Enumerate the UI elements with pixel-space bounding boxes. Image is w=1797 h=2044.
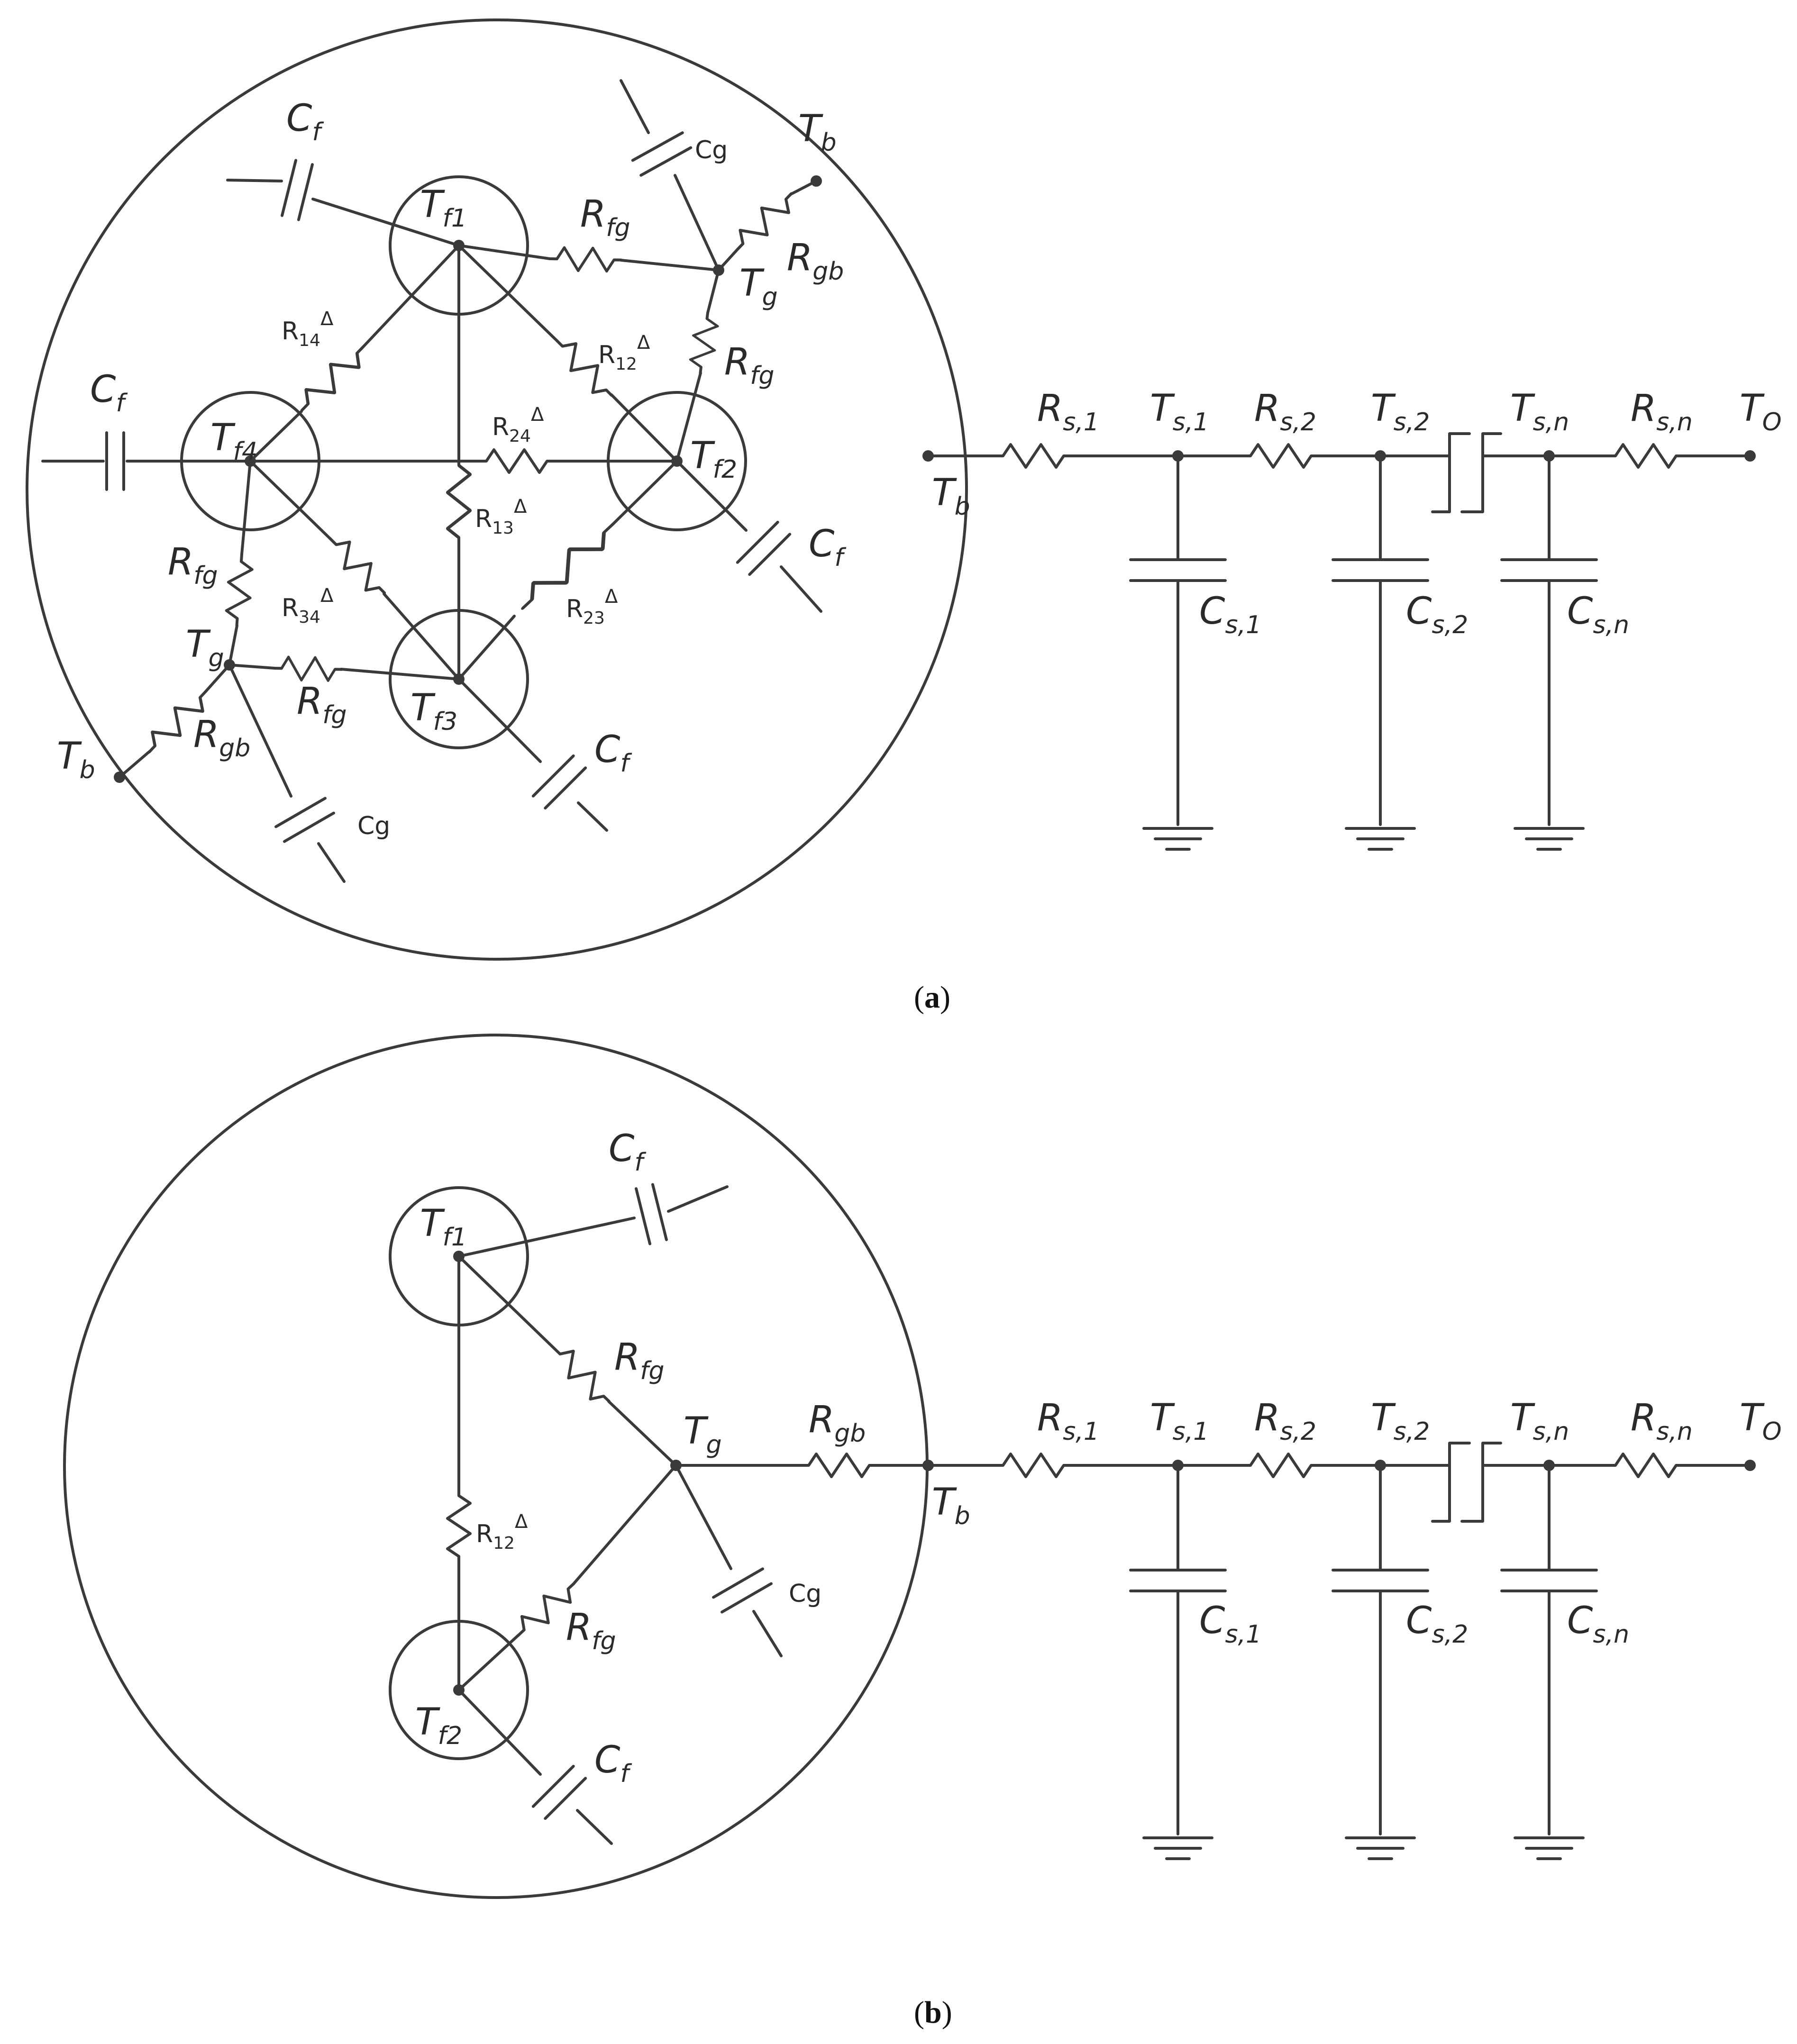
svg-text:Rfg: Rfg (168, 541, 218, 590)
resistor-r24 (479, 450, 555, 472)
svg-text:Tb: Tb (932, 472, 970, 521)
resistor-rfg-top (550, 247, 621, 272)
svg-text:Tf1: Tf1 (420, 1202, 467, 1252)
svg-text:Tf1: Tf1 (420, 183, 467, 233)
svg-text:R12Δ: R12Δ (598, 332, 650, 374)
capacitor-cf-tf3 (533, 756, 585, 808)
svg-text:Rfg: Rfg (724, 341, 775, 390)
svg-text:Ts,2: Ts,2 (1371, 387, 1430, 436)
svg-text:R13Δ: R13Δ (475, 496, 527, 538)
svg-text:Cf: Cf (286, 97, 324, 146)
svg-text:Tg: Tg (739, 262, 778, 311)
outer-boundary-a (26, 18, 968, 961)
svg-text:Tf2: Tf2 (415, 1701, 462, 1750)
svg-text:R34Δ: R34Δ (282, 585, 334, 627)
capacitor-cg-bottom (276, 798, 334, 841)
caption-a: (a) (914, 980, 950, 1015)
resistor-r13 (447, 456, 470, 546)
svg-text:Cg: Cg (357, 812, 390, 840)
svg-text:Rs,1: Rs,1 (1037, 1397, 1099, 1446)
svg-text:Cs,n: Cs,n (1567, 1599, 1629, 1649)
resistor-rfg-bottom (275, 657, 342, 681)
svg-text:Cf: Cf (594, 728, 632, 778)
svg-text:Tb: Tb (57, 735, 95, 784)
labels-a: Tf1 Tf2 Tf3 Tf4 Tb Tg Tg Tb Rfg Rfg Rgb … (57, 97, 846, 840)
svg-text:Rfg: Rfg (580, 193, 630, 242)
svg-text:Cf: Cf (809, 523, 846, 572)
svg-text:R12Δ: R12Δ (476, 1511, 528, 1553)
resistor-rfg-right (689, 311, 719, 374)
svg-text:Rgb: Rgb (809, 1399, 866, 1448)
resistor-r14 (294, 339, 371, 418)
svg-text:Cs,2: Cs,2 (1406, 1599, 1468, 1649)
panel-b: Tf1 Tf2 Tg Cf Cf Cg Rfg Rfg Rgb R12Δ (63, 1034, 1782, 2030)
svg-text:Rs,2: Rs,2 (1254, 1397, 1316, 1446)
wires-b (457, 1185, 930, 1845)
caption-b: (b) (914, 1995, 952, 2030)
svg-text:Cg: Cg (695, 136, 728, 164)
svg-text:Rs,n: Rs,n (1631, 387, 1693, 436)
capacitor-cg-b (713, 1569, 771, 1612)
svg-text:Cf: Cf (609, 1127, 646, 1177)
svg-text:Rs,1: Rs,1 (1037, 387, 1099, 436)
svg-text:Tb: Tb (798, 108, 837, 157)
svg-text:Rfg: Rfg (614, 1336, 665, 1385)
svg-text:R23Δ: R23Δ (566, 586, 618, 628)
panel-a: Tf1 Tf2 Tf3 Tf4 Tb Tg Tg Tb Rfg Rfg Rgb … (26, 18, 1782, 1015)
svg-text:Cf: Cf (90, 368, 128, 418)
svg-text:Rs,n: Rs,n (1631, 1397, 1693, 1446)
svg-text:Ts,n: Ts,n (1510, 1397, 1569, 1446)
resistor-r12-b (447, 1488, 470, 1564)
capacitor-cg-top (633, 133, 691, 175)
svg-text:Rs,2: Rs,2 (1254, 387, 1316, 436)
svg-text:Ts,1: Ts,1 (1150, 1397, 1209, 1446)
capacitors-b (533, 1184, 771, 1818)
resistor-rfg-left (226, 554, 253, 626)
svg-text:Ts,n: Ts,n (1510, 387, 1569, 436)
svg-text:Cs,n: Cs,n (1567, 590, 1629, 639)
svg-text:Rgb: Rgb (787, 236, 844, 286)
svg-text:Rgb: Rgb (193, 713, 250, 763)
svg-text:Cg: Cg (789, 1580, 821, 1608)
capacitor-cf-tf1-b (636, 1184, 666, 1244)
nodes-b (453, 1251, 934, 1696)
nodes-a (114, 175, 934, 783)
resistor-rgb-b (801, 1454, 877, 1477)
svg-text:Tf3: Tf3 (410, 687, 457, 736)
chain-a: Tb Rs,1 Ts,1 Rs,2 Ts,2 Ts,n Rs,n TO Cs,1… (927, 387, 1782, 849)
capacitor-cf-tf4 (107, 433, 124, 490)
capacitor-cf-tf1 (282, 160, 312, 219)
svg-text:Tg: Tg (684, 1410, 722, 1459)
svg-text:Tg: Tg (186, 623, 224, 672)
resistor-rfg-upper-b (547, 1341, 617, 1410)
svg-text:Cs,1: Cs,1 (1199, 590, 1261, 639)
svg-text:Rfg: Rfg (297, 680, 347, 729)
wires-a (41, 79, 997, 883)
svg-text:Ts,1: Ts,1 (1150, 387, 1209, 436)
svg-text:Tb: Tb (932, 1481, 970, 1530)
svg-text:Tf4: Tf4 (210, 417, 257, 466)
svg-text:Cf: Cf (594, 1739, 632, 1788)
svg-text:TO: TO (1740, 387, 1782, 436)
svg-text:Rfg: Rfg (566, 1606, 616, 1655)
svg-text:Cs,1: Cs,1 (1199, 1599, 1261, 1649)
svg-text:R24Δ: R24Δ (492, 404, 544, 446)
chain-b: Tb Rs,1 Ts,1 Rs,2 Ts,2 Ts,n Rs,n TO Cs,1… (927, 1397, 1782, 1859)
svg-text:TO: TO (1740, 1397, 1782, 1446)
labels-b: Tf1 Tf2 Tg Cf Cf Cg Rfg Rfg Rgb R12Δ (415, 1127, 866, 1788)
svg-text:Ts,2: Ts,2 (1371, 1397, 1430, 1446)
svg-text:Tf2: Tf2 (690, 435, 737, 484)
svg-text:R14Δ: R14Δ (282, 308, 334, 350)
svg-text:Cs,2: Cs,2 (1406, 590, 1468, 639)
